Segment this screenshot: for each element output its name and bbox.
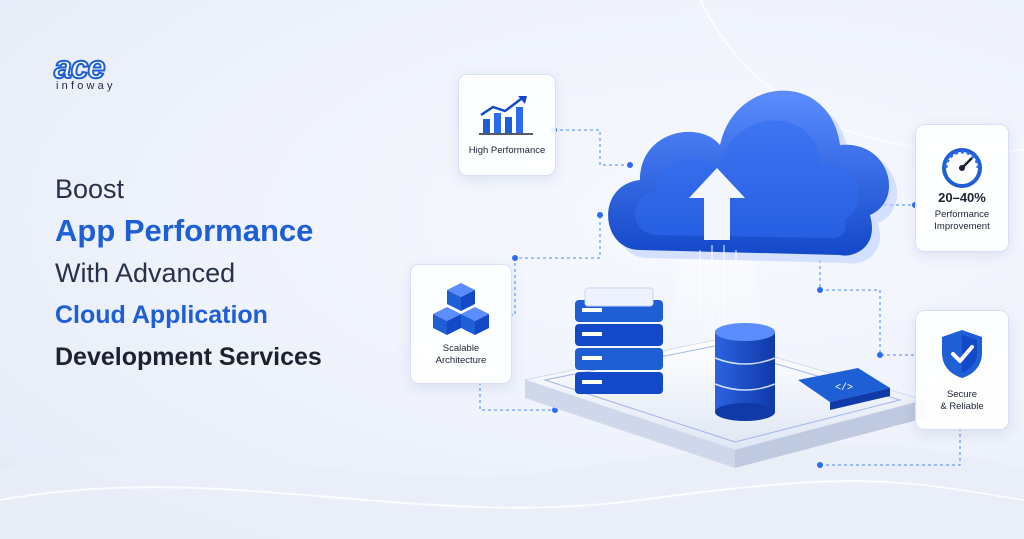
headline-line-5: Development Services (55, 343, 322, 371)
speedometer-icon (942, 147, 982, 188)
card-high-performance-label: High Performance (468, 145, 546, 156)
bar-chart-growth-icon (479, 96, 533, 135)
database-cylinder (714, 323, 776, 421)
code-label: </> (835, 382, 853, 394)
card-scalable-architecture: Scalable Architecture (410, 264, 512, 384)
data-streams (699, 245, 737, 340)
upload-arrow (689, 168, 745, 240)
card-secure-reliable: Secure & Reliable (915, 310, 1009, 430)
headline: Boost App Performance With Advanced Clou… (55, 168, 415, 378)
headline-line-1: Boost (55, 174, 125, 204)
secure-label-2: & Reliable (940, 401, 984, 412)
cloud-shape (608, 90, 898, 264)
ace-infoway-logo[interactable]: ace infoway (53, 49, 144, 92)
server-stack (575, 287, 663, 394)
headline-line-2: App Performance (55, 213, 314, 248)
scalable-label-1: Scalable (442, 343, 480, 354)
headline-line-3: With Advanced (55, 258, 236, 288)
card-high-performance: High Performance (458, 74, 556, 176)
card-performance-improvement: 20–40% Performance Improvement (915, 124, 1009, 252)
logo-mark: ace (53, 49, 106, 85)
shield-check-icon (942, 330, 982, 378)
performance-improvement-label-1: Performance (934, 208, 990, 220)
cubes-icon (433, 283, 489, 335)
secure-label-1: Secure (946, 389, 978, 400)
scalable-label-2: Architecture (435, 355, 487, 366)
headline-line-4: Cloud Application (55, 301, 268, 329)
code-tile: </> (798, 368, 890, 410)
performance-improvement-value: 20–40% (938, 189, 986, 205)
performance-improvement-label-2: Improvement (934, 220, 990, 232)
logo-subtitle: infoway (56, 80, 116, 92)
